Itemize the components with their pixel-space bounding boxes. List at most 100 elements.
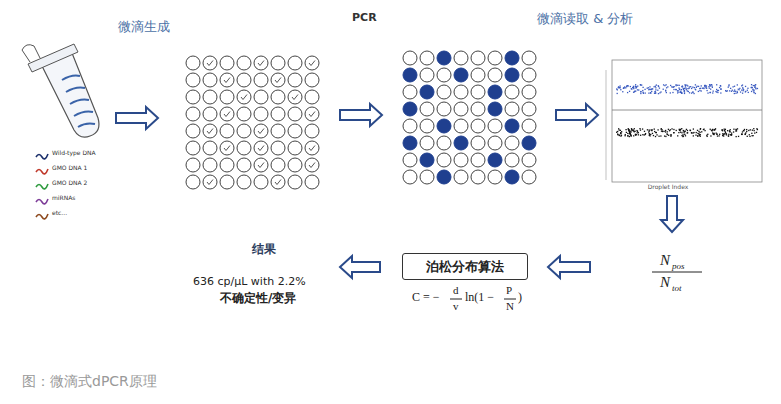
dot [686, 84, 687, 85]
droplet [186, 56, 200, 70]
dot [681, 132, 682, 133]
dot [643, 93, 644, 94]
dot [629, 133, 630, 134]
dot [647, 88, 648, 89]
droplet [220, 73, 234, 87]
dot [730, 88, 731, 89]
check-mark [207, 61, 213, 66]
dot [696, 132, 697, 133]
dot [693, 135, 694, 136]
dot [728, 135, 729, 136]
droplet [471, 68, 485, 82]
dot [663, 89, 664, 90]
droplet [203, 73, 217, 87]
dot [627, 85, 628, 86]
dot [620, 87, 621, 88]
droplet [288, 56, 302, 70]
dot [670, 92, 671, 93]
dot [746, 129, 747, 130]
dot [703, 87, 704, 88]
dot [684, 84, 685, 85]
dot [620, 135, 621, 136]
formula-part: P [506, 284, 512, 297]
dot [666, 87, 667, 88]
dot [650, 92, 651, 93]
droplet [420, 119, 434, 133]
dot [682, 136, 683, 137]
droplet [437, 102, 451, 116]
dot [616, 88, 617, 89]
dot [704, 85, 705, 86]
dot [638, 134, 639, 135]
droplet [488, 170, 502, 184]
dot [692, 92, 693, 93]
dot [751, 135, 752, 136]
dot [741, 85, 742, 86]
dot [682, 85, 683, 86]
dot [665, 90, 666, 91]
dot [720, 85, 721, 86]
dot [672, 87, 673, 88]
dot [733, 131, 734, 132]
dot [714, 129, 715, 130]
dot [736, 136, 737, 137]
dot [706, 136, 707, 137]
dot [745, 134, 746, 135]
dot [696, 86, 697, 87]
dot [640, 84, 641, 85]
dot [677, 90, 678, 91]
dot [699, 88, 700, 89]
dot [728, 84, 729, 85]
dot [736, 130, 737, 131]
dot [747, 136, 748, 137]
dot [627, 135, 628, 136]
dot [727, 130, 728, 131]
droplet [505, 153, 519, 167]
dot [748, 130, 749, 131]
dot [706, 88, 707, 89]
droplet [288, 124, 302, 138]
dot [714, 133, 715, 134]
dot [689, 129, 690, 130]
dot [630, 131, 631, 132]
dot [717, 135, 718, 136]
dot [711, 84, 712, 85]
droplet [203, 107, 217, 121]
dot [720, 88, 721, 89]
dot [681, 89, 682, 90]
dot [679, 85, 680, 86]
section-title: PCR [352, 12, 377, 25]
caption: 图：微滴式dPCR原理 [22, 373, 157, 389]
droplet [454, 51, 468, 65]
dot [687, 132, 688, 133]
dot [754, 85, 755, 86]
dot [619, 129, 620, 130]
dot [635, 134, 636, 135]
droplet [505, 170, 519, 184]
dot [713, 134, 714, 135]
dot [737, 128, 738, 129]
check-mark [309, 61, 315, 66]
dot [701, 85, 702, 86]
dot [752, 135, 753, 136]
droplet [186, 158, 200, 172]
dot [697, 135, 698, 136]
dot [683, 88, 684, 89]
droplet [237, 90, 251, 104]
check-mark [224, 146, 230, 151]
dot [638, 132, 639, 133]
droplet [454, 68, 468, 82]
dot [652, 88, 653, 89]
droplet [420, 136, 434, 150]
droplet [403, 68, 417, 82]
droplet [403, 51, 417, 65]
dot [654, 93, 655, 94]
dot [681, 135, 682, 136]
droplet [271, 107, 285, 121]
dot [659, 92, 660, 93]
dot [693, 128, 694, 129]
droplet [254, 56, 268, 70]
dot [618, 134, 619, 135]
droplet [505, 102, 519, 116]
droplet [305, 175, 319, 189]
